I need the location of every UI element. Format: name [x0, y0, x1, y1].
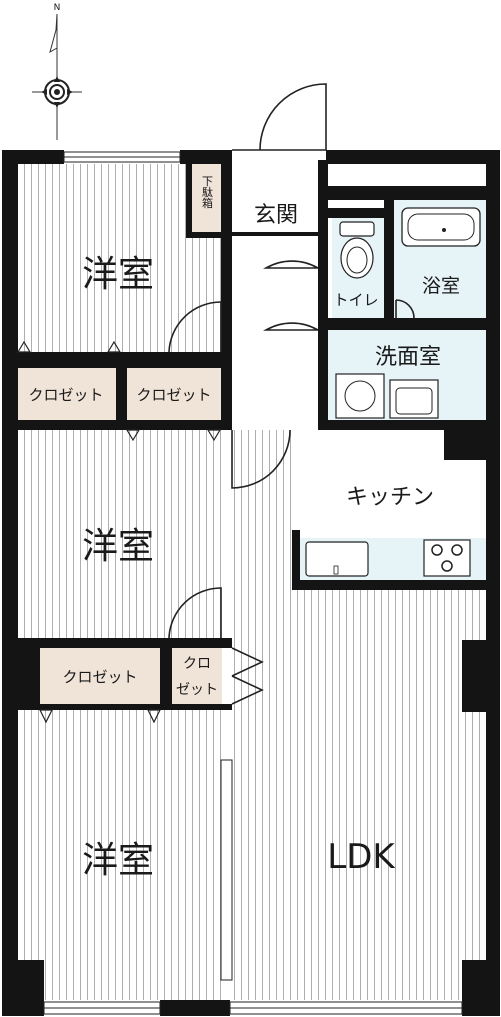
- walls: [2, 150, 500, 1016]
- western-room-2-floor: [16, 430, 221, 638]
- closet1-door-marker: [16, 340, 122, 353]
- western-room-2-label: 洋室: [82, 526, 154, 567]
- entrance-label: 玄関: [254, 203, 298, 228]
- stove-icon: [423, 539, 471, 577]
- shoe-box-label: 下駄箱: [201, 176, 214, 210]
- closet-1-label: クロゼット: [28, 386, 103, 404]
- toilet-side-door[interactable]: [263, 260, 319, 269]
- closet3-door-marker: [39, 709, 161, 724]
- washroom-door[interactable]: [263, 322, 319, 331]
- closet-3-label: クロゼット: [62, 668, 137, 686]
- western-room-3-label: 洋室: [82, 840, 154, 881]
- closet-4-label-line2: ゼット: [176, 682, 218, 698]
- closet4-door[interactable]: [231, 647, 264, 705]
- closet-1: [16, 368, 116, 420]
- north-arrow-icon: [49, 13, 58, 54]
- doors: [16, 83, 415, 724]
- closet2-door-marker: [125, 429, 222, 442]
- closet-4: [172, 648, 222, 704]
- toilet-label: トイレ: [333, 291, 378, 309]
- room2-door[interactable]: [168, 587, 222, 639]
- washing-machine-icon: [335, 373, 385, 419]
- north-label: N: [54, 3, 61, 13]
- ldk-door[interactable]: [231, 429, 291, 489]
- closet-2: [127, 368, 221, 420]
- western-room-3-floor: [16, 710, 221, 1000]
- closet-4-label-line1: クロ: [183, 656, 211, 672]
- ldk-floor-upper: [232, 430, 292, 590]
- ldk-floor: [232, 590, 487, 1000]
- compass-rose-icon: [41, 76, 73, 108]
- bathroom-door[interactable]: [395, 299, 415, 319]
- toilet-icon: [339, 221, 375, 279]
- western-room-1-label: 洋室: [82, 254, 154, 295]
- bathroom-label: 浴室: [422, 275, 460, 297]
- closet-3: [40, 648, 160, 704]
- kitchen-label: キッチン: [346, 485, 434, 510]
- sink-icon: [305, 541, 369, 577]
- bathtub-icon: [401, 207, 481, 247]
- washroom-label: 洗面室: [375, 345, 441, 370]
- shoe-box: [192, 164, 222, 234]
- compass: N: [32, 3, 82, 140]
- washbasin-icon: [389, 379, 439, 419]
- ldk-label: LDK: [327, 837, 396, 877]
- closet-2-label: クロゼット: [136, 386, 211, 404]
- room1-door[interactable]: [168, 301, 222, 353]
- windows: [43, 151, 463, 1015]
- entrance-door[interactable]: [232, 83, 327, 151]
